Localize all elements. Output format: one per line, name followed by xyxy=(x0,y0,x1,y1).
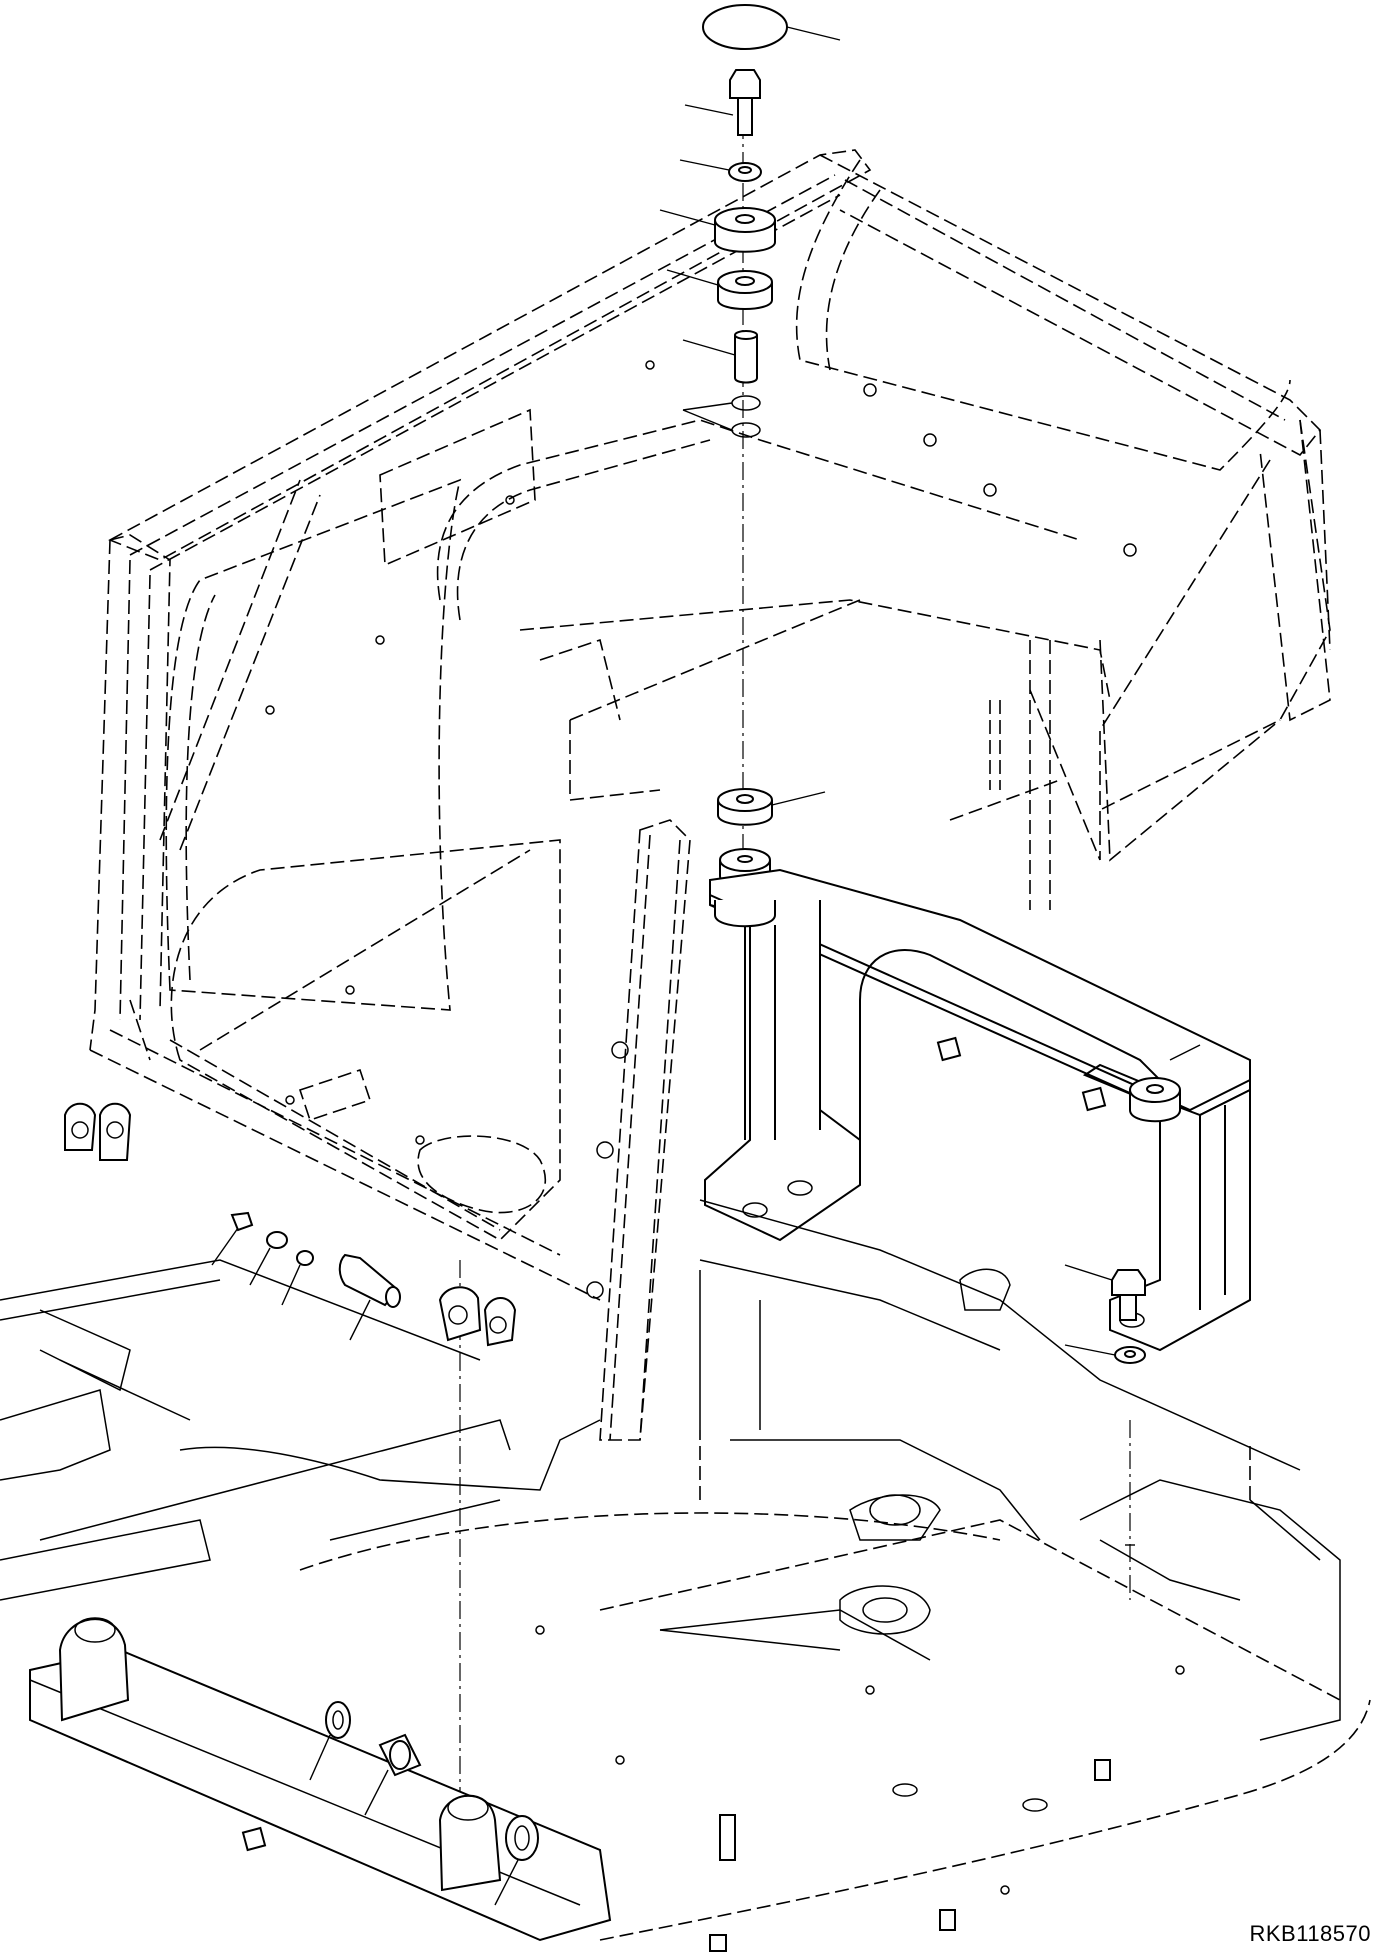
lower-chassis xyxy=(0,1102,1371,1952)
bracket-cushion xyxy=(717,788,826,826)
main-bracket xyxy=(704,848,1251,1352)
drawing-reference-code: RKB118570 xyxy=(1249,1921,1371,1946)
front-pillar xyxy=(586,819,691,1441)
cap-leader xyxy=(786,26,841,41)
cap-part xyxy=(702,4,788,50)
bolt-head xyxy=(729,69,761,99)
pin-assembly xyxy=(211,1211,401,1341)
cab-frame xyxy=(89,149,1331,1301)
bolt-shank xyxy=(737,97,753,136)
side-bolt xyxy=(1064,1264,1146,1364)
mount-stack xyxy=(659,4,841,438)
